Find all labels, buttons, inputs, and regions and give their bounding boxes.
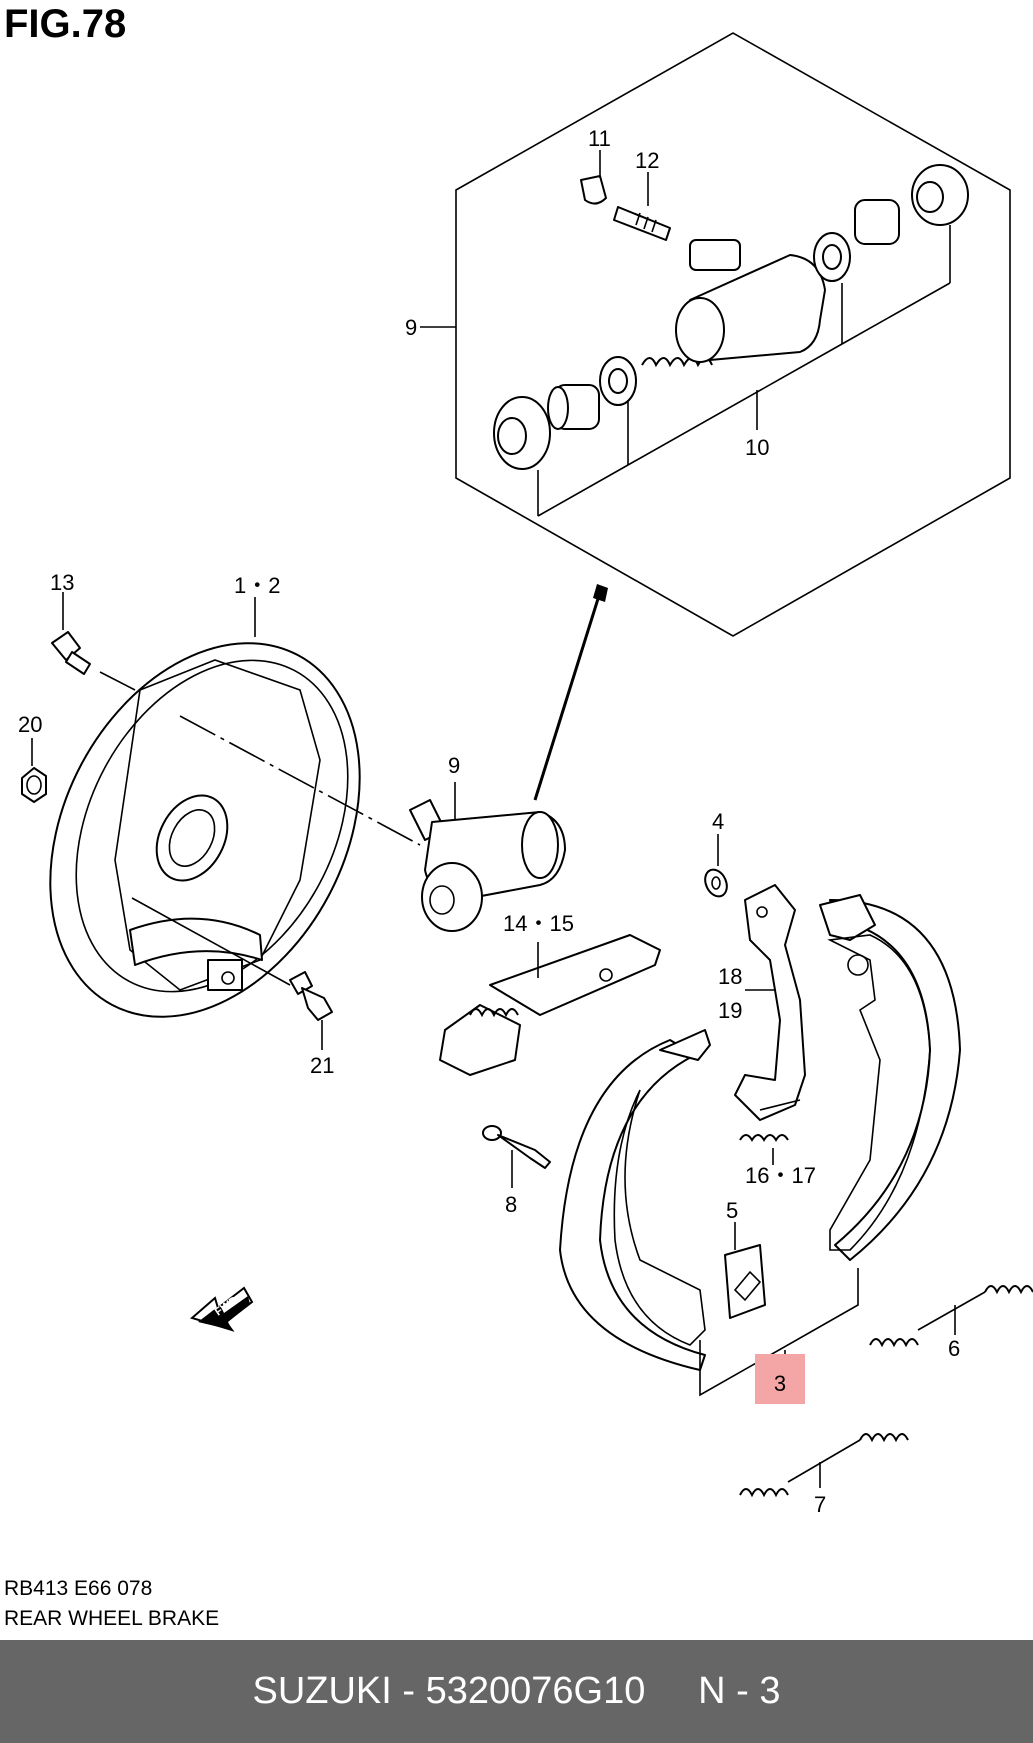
wheel-cylinder-assembled [409,782,566,932]
brake-exploded-diagram: FWD 9 10 11 12 13 1・2 20 9 21 14・15 4 18… [18,32,1033,1517]
callout-13: 13 [50,570,74,595]
callout-19: 19 [718,998,742,1023]
callout-11: 11 [588,126,611,151]
callout-10: 10 [745,435,769,460]
retainer-clip-5 [724,1222,766,1319]
washer-4 [704,834,728,898]
bolt-13 [51,592,136,691]
spring-16-17 [739,1099,801,1165]
brake-shoe-left [559,1029,711,1371]
nut-20 [21,738,47,803]
callout-9-box: 9 [405,315,417,340]
callout-20: 20 [18,712,42,737]
bolt-21 [131,897,333,1050]
highlight-part-3 [755,1354,805,1404]
callout-9-cylinder: 9 [448,753,460,778]
callout-16-17: 16・17 [745,1163,816,1188]
figure-code: RB413 E66 078 [4,1577,153,1600]
hold-down-pin-8 [482,1125,551,1188]
callout-1-2: 1・2 [234,573,280,598]
brake-shoe-right [819,894,961,1261]
footer-bar: SUZUKI - 5320076G10 N - 3 [0,1640,1033,1743]
return-spring-7 [739,1433,909,1498]
callout-7: 7 [814,1492,826,1517]
callout-6: 6 [948,1336,960,1361]
callout-21: 21 [310,1053,334,1078]
callout-18: 18 [718,964,742,989]
fwd-arrow-icon: FWD [189,1286,254,1332]
footer-part-number: SUZUKI - 5320076G10 N - 3 [252,1670,781,1712]
callout-8: 8 [505,1192,517,1217]
wheel-cylinder-kit-box [420,32,1011,801]
backing-plate [49,642,361,1018]
figure-title: FIG.78 [4,2,127,46]
callout-4: 4 [712,809,724,834]
return-spring-6 [869,1285,1033,1348]
callout-14-15: 14・15 [503,911,574,936]
callout-3: 3 [774,1371,786,1396]
callout-5: 5 [726,1198,738,1223]
parking-lever [734,884,806,1121]
figure-name: REAR WHEEL BRAKE [4,1607,220,1630]
callout-12: 12 [635,148,659,173]
adjuster-assembly [439,934,661,1076]
